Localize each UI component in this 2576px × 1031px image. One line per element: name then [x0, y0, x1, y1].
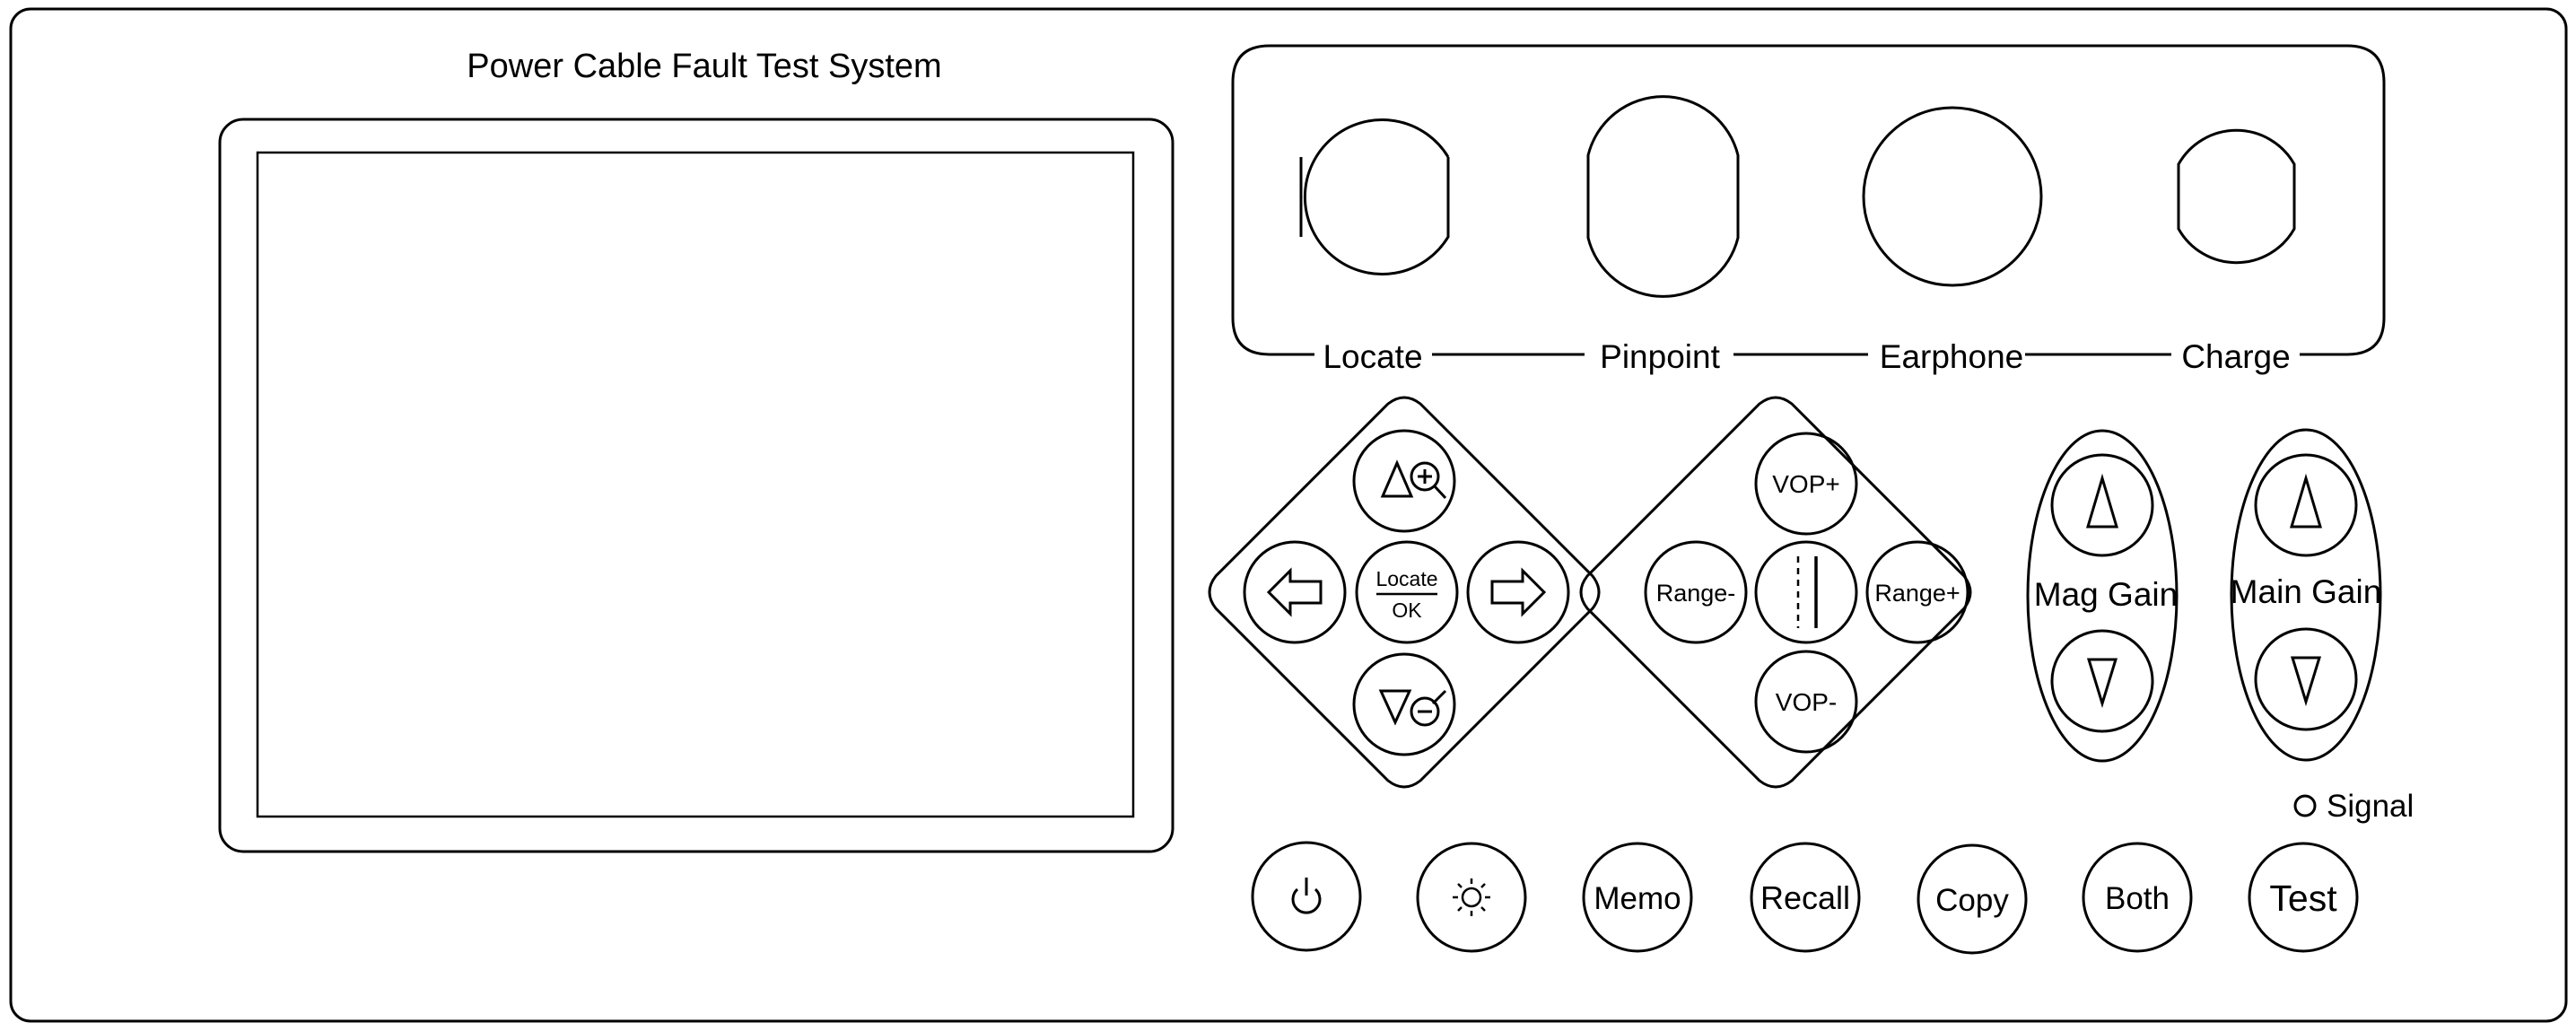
locate-ok-bottom-label: OK	[1392, 599, 1422, 622]
power-icon	[1291, 878, 1322, 914]
down-arrow-zoom-out-icon	[1378, 689, 1447, 727]
up-triangle-icon	[2289, 473, 2323, 529]
test-label: Test	[2269, 878, 2337, 919]
down-triangle-icon	[2086, 658, 2118, 709]
mag-gain-label: Mag Gain	[2034, 576, 2178, 613]
mag-gain-control: Mag Gain	[2026, 429, 2179, 763]
main-gain-down-button[interactable]	[2254, 627, 2358, 731]
cursor-line-icon	[1796, 556, 1818, 628]
brightness-button[interactable]	[1416, 842, 1527, 953]
signal-led	[2293, 794, 2317, 817]
earphone-connector-label: Earphone	[1880, 338, 2023, 375]
recall-button[interactable]: Recall	[1750, 842, 1861, 953]
brightness-icon	[1453, 878, 1490, 916]
down-triangle-icon	[2290, 656, 2322, 707]
range-vop-pad: VOP+ Range- Range+ VOP-	[1579, 396, 1972, 789]
memo-button[interactable]: Memo	[1582, 842, 1693, 953]
up-arrow-zoom-in-icon	[1380, 459, 1447, 500]
vop-minus-label: VOP-	[1776, 688, 1837, 716]
range-plus-label: Range+	[1874, 580, 1960, 607]
range-minus-button[interactable]: Range-	[1644, 540, 1748, 644]
navigation-pad: Locate OK	[1208, 396, 1601, 789]
mag-gain-down-button[interactable]	[2050, 629, 2154, 733]
range-plus-button[interactable]: Range+	[1865, 540, 1969, 644]
signal-label: Signal	[2327, 789, 2414, 824]
vop-minus-button[interactable]: VOP-	[1754, 650, 1858, 754]
range-minus-label: Range-	[1656, 580, 1736, 607]
up-zoom-in-button[interactable]	[1352, 429, 1456, 533]
vop-plus-button[interactable]: VOP+	[1754, 432, 1858, 536]
panel-title: Power Cable Fault Test System	[467, 48, 941, 85]
mag-gain-up-button[interactable]	[2050, 453, 2154, 557]
locate-connector	[1299, 118, 1450, 275]
left-arrow-icon	[1266, 567, 1323, 617]
recall-label: Recall	[1760, 879, 1850, 916]
pinpoint-connector	[1586, 95, 1740, 298]
main-gain-label: Main Gain	[2231, 573, 2382, 610]
display-screen	[218, 118, 1174, 853]
main-gain-control: Main Gain	[2230, 428, 2382, 762]
signal-indicator: Signal	[2293, 789, 2414, 824]
locate-ok-button[interactable]: Locate OK	[1355, 540, 1459, 644]
charge-connector	[2177, 128, 2296, 265]
memo-label: Memo	[1594, 881, 1681, 916]
right-arrow-icon	[1490, 567, 1547, 617]
both-label: Both	[2105, 881, 2170, 916]
test-button[interactable]: Test	[2248, 842, 2359, 953]
vop-plus-label: VOP+	[1772, 470, 1839, 498]
pinpoint-connector-label: Pinpoint	[1600, 338, 1720, 375]
charge-connector-label: Charge	[2181, 338, 2290, 375]
locate-connector-label: Locate	[1323, 338, 1422, 375]
right-button[interactable]	[1466, 540, 1570, 644]
down-zoom-out-button[interactable]	[1352, 652, 1456, 756]
connector-area: Locate Pinpoint Earphone Charge	[1231, 44, 2386, 375]
copy-label: Copy	[1935, 883, 2009, 918]
up-triangle-icon	[2085, 473, 2119, 529]
locate-ok-top-label: Locate	[1375, 567, 1437, 590]
bottom-button-row: Memo Recall Copy Both Test	[1251, 841, 2359, 955]
both-button[interactable]: Both	[2082, 842, 2193, 953]
left-button[interactable]	[1243, 540, 1347, 644]
copy-button[interactable]: Copy	[1917, 843, 2028, 955]
earphone-connector	[1862, 106, 2043, 287]
main-gain-up-button[interactable]	[2254, 453, 2358, 557]
case-outline	[9, 7, 2568, 1023]
cursor-button[interactable]	[1754, 540, 1858, 644]
power-button[interactable]	[1251, 841, 1362, 952]
